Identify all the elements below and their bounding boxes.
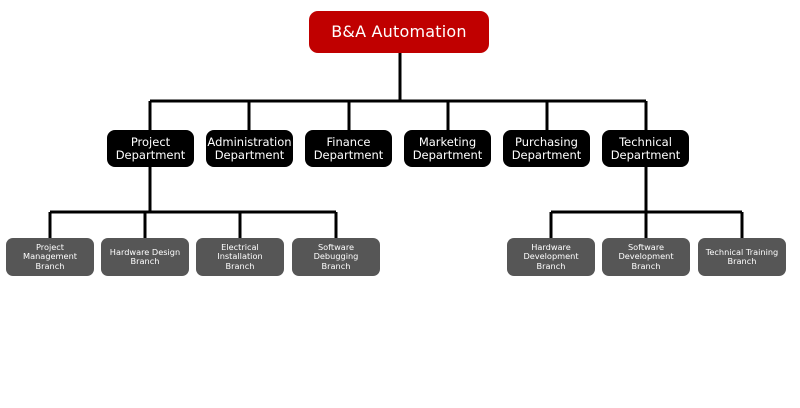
org-node-technical-training-branch[interactable]: Technical Training Branch — [698, 238, 786, 276]
org-node-administration-department[interactable]: Administration Department — [206, 130, 293, 167]
org-node-finance-department[interactable]: Finance Department — [305, 130, 392, 167]
org-node-hardware-development-branch[interactable]: Hardware Development Branch — [507, 238, 595, 276]
org-node-root[interactable]: B&A Automation — [309, 11, 489, 53]
org-node-marketing-department[interactable]: Marketing Department — [404, 130, 491, 167]
org-node-software-debugging-branch[interactable]: Software Debugging Branch — [292, 238, 380, 276]
org-node-software-development-branch[interactable]: Software Development Branch — [602, 238, 690, 276]
org-node-hardware-design-branch[interactable]: Hardware Design Branch — [101, 238, 189, 276]
org-node-project-department[interactable]: Project Department — [107, 130, 194, 167]
org-node-project-management-branch[interactable]: Project Management Branch — [6, 238, 94, 276]
org-node-technical-department[interactable]: Technical Department — [602, 130, 689, 167]
org-node-purchasing-department[interactable]: Purchasing Department — [503, 130, 590, 167]
org-node-electrical-installation-branch[interactable]: Electrical Installation Branch — [196, 238, 284, 276]
